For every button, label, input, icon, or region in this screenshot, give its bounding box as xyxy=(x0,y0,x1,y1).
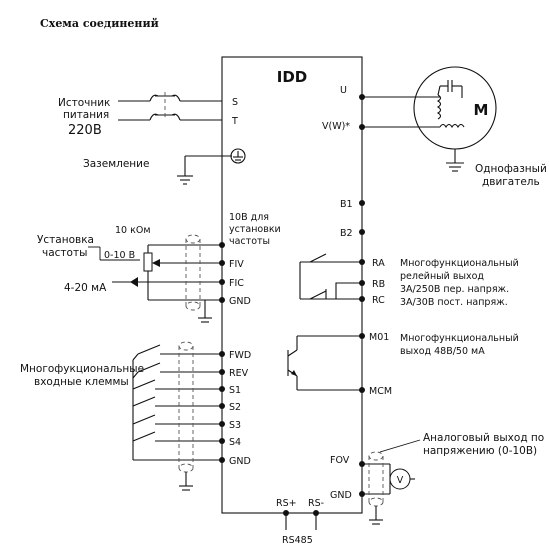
terminal-s1: S1 xyxy=(229,385,241,396)
transistor-group xyxy=(287,335,362,391)
current-input-arrow-icon xyxy=(130,277,138,287)
power-source-label-2: питания xyxy=(63,109,109,121)
motor-winding-1 xyxy=(436,94,442,120)
potentiometer-icon xyxy=(143,252,153,272)
switch-s1 xyxy=(132,379,222,390)
relay-group xyxy=(299,253,362,300)
terminal-gnd-2: GND xyxy=(229,456,251,467)
resistor-label: 10 кОм xyxy=(115,225,151,236)
rs485-label: RS485 xyxy=(282,535,313,546)
terminal-ra: RA xyxy=(372,258,385,269)
terminal-b2: B2 xyxy=(340,228,353,239)
analog-label-1: Аналоговый выход по xyxy=(423,432,544,444)
terminal-t: T xyxy=(231,116,238,127)
terminal-mcm: MCM xyxy=(369,386,392,397)
grounding-label: Заземление xyxy=(83,158,149,170)
breaker-symbol xyxy=(149,94,181,121)
freq-setting-label-2: частоты xyxy=(42,247,87,259)
terminal-s3: S3 xyxy=(229,420,241,431)
relay-label-4: 3А/30В пост. напряж. xyxy=(400,297,508,308)
terminal-rc: RC xyxy=(372,295,385,306)
terminal-s2: S2 xyxy=(229,402,241,413)
motor-caption-2: двигатель xyxy=(482,176,540,188)
ref10v-label-3: частоты xyxy=(229,236,270,247)
terminal-rb: RB xyxy=(372,279,385,290)
terminal-b1: B1 xyxy=(340,199,353,210)
motor-winding-2 xyxy=(439,123,465,129)
terminal-gnd-3: GND xyxy=(330,490,352,501)
transistor-label-2: выход 48В/50 мА xyxy=(400,346,485,357)
analog-output-group: V xyxy=(362,439,421,525)
terminal-fwd: FWD xyxy=(229,350,251,361)
switch-fwd xyxy=(137,344,222,355)
terminal-rs-minus: RS- xyxy=(308,498,324,509)
range-ma-label: 4-20 мА xyxy=(64,282,107,294)
terminal-s4: S4 xyxy=(229,437,241,448)
terminal-gnd-1: GND xyxy=(229,296,251,307)
diagram-title: Схема соединений xyxy=(40,17,159,30)
terminal-fiv: FIV xyxy=(229,259,244,270)
power-source-label-3: 220В xyxy=(68,123,102,138)
relay-label-1: Многофункциональный xyxy=(400,258,519,269)
power-source-label-1: Источник xyxy=(58,97,110,109)
terminal-rs-plus: RS+ xyxy=(276,498,297,509)
switch-s2 xyxy=(132,396,222,407)
terminal-s: S xyxy=(232,97,238,108)
switch-s3 xyxy=(132,414,222,425)
transistor-label-1: Многофункциональный xyxy=(400,333,519,344)
device-name: IDD xyxy=(277,68,307,86)
motor-symbol: M xyxy=(474,101,489,119)
ref10v-label-1: 10В для xyxy=(229,212,269,223)
range-v-label: 0-10 В xyxy=(104,250,135,261)
terminal-vw: V(W)* xyxy=(322,121,350,132)
freq-setting-label-1: Установка xyxy=(37,234,94,246)
terminal-rev: REV xyxy=(229,368,249,379)
voltmeter-symbol: V xyxy=(397,475,404,486)
terminal-fic: FIC xyxy=(229,278,244,289)
power-source-group: Источник питания 220В xyxy=(58,92,222,138)
relay-contact-icon xyxy=(309,253,362,263)
terminal-m01: M01 xyxy=(369,332,389,343)
analog-label-2: напряжению (0-10В) xyxy=(423,445,537,457)
freq-setting-group: 10В для установки частоты 10 кОм Установ… xyxy=(37,212,281,323)
grounding-group: Заземление xyxy=(83,148,246,185)
terminal-u: U xyxy=(340,85,347,96)
motor-caption-1: Однофазный xyxy=(475,163,547,175)
terminal-fov: FOV xyxy=(330,455,350,466)
multi-inputs-group: Многофукциональные входные клеммы xyxy=(20,341,222,491)
ref10v-label-2: установки xyxy=(229,224,281,235)
switch-rev xyxy=(137,362,222,373)
switch-s4 xyxy=(132,431,222,442)
multi-inputs-label-2: входные клеммы xyxy=(34,376,129,388)
multi-inputs-label-1: Многофукциональные xyxy=(20,363,144,375)
ground-terminal-icon xyxy=(230,148,246,164)
motor-group: M xyxy=(362,66,497,172)
relay-label-2: релейный выход xyxy=(400,271,484,282)
relay-label-3: 3А/250В пер. напряж. xyxy=(400,284,509,295)
